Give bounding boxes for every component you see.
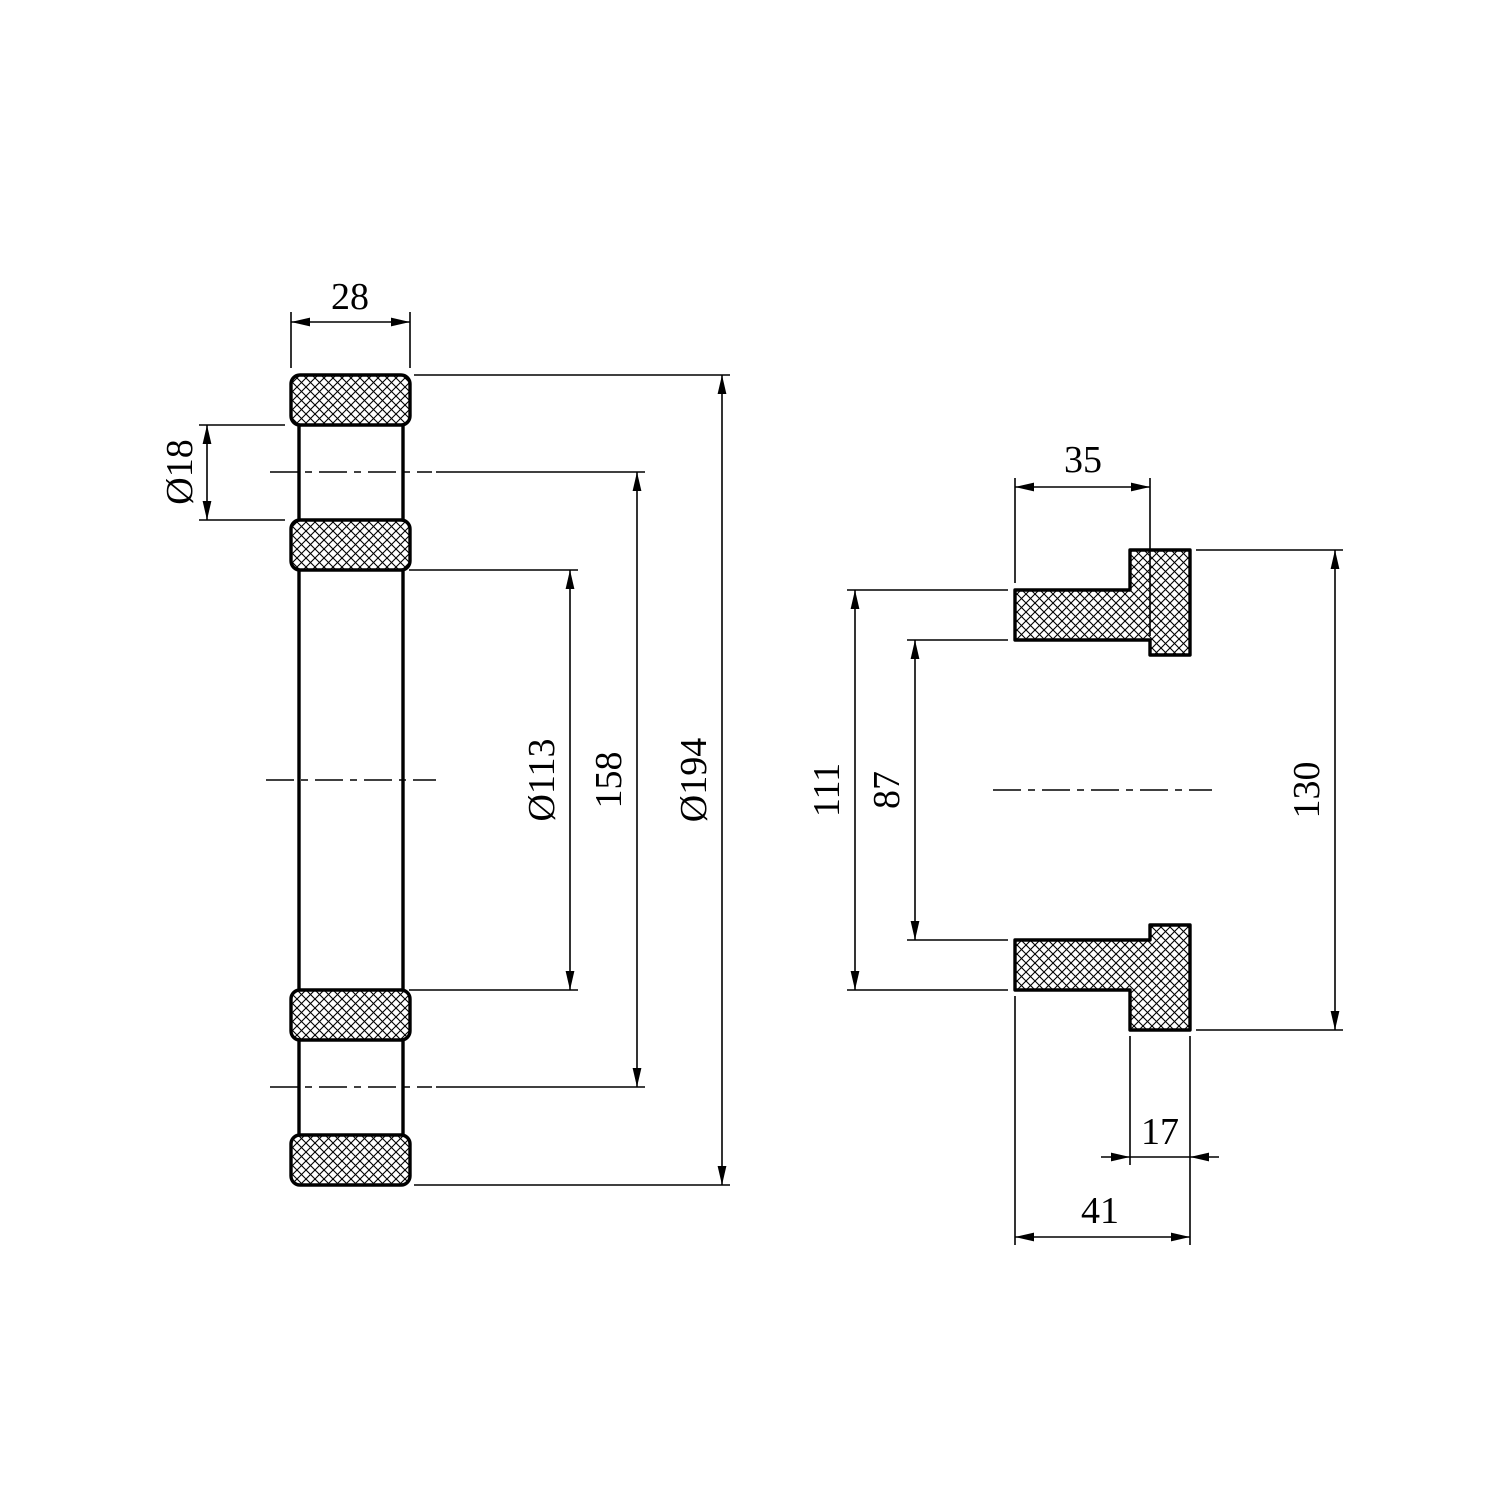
dim-label: 17 [1141, 1111, 1179, 1153]
dim-label: Ø113 [521, 738, 563, 821]
dim-label: 111 [806, 763, 848, 817]
dim-label: 41 [1081, 1190, 1119, 1232]
dim-flange-thickness: 17 [1101, 1036, 1219, 1245]
flange-outer-ring-top-section [289, 373, 412, 427]
dim-label: 87 [866, 771, 908, 809]
flange-section-view: 28 Ø18 Ø113 158 Ø194 [159, 276, 730, 1187]
dim-flange-outer-diameter: 130 [1196, 549, 1343, 1031]
dim-overall-length: 41 [1014, 996, 1190, 1245]
dim-label: Ø194 [673, 738, 715, 822]
flange-inner-ring-bottom-section [289, 988, 412, 1042]
dim-label: 35 [1064, 439, 1102, 481]
dim-bolt-circle: 158 [436, 471, 645, 1088]
dim-label: Ø18 [159, 439, 201, 504]
dim-label: 28 [331, 276, 369, 318]
bushing-bottom-section [1013, 923, 1192, 1032]
bushing-section-view: 35 111 87 130 [806, 439, 1343, 1245]
dim-bore-depth: 35 [1014, 439, 1151, 636]
dim-bushing-bore: 87 [866, 639, 1008, 941]
flange-inner-ring-top-section [289, 518, 412, 572]
dim-outer-diameter: Ø194 [414, 374, 730, 1186]
dim-label: 158 [588, 752, 630, 809]
dim-sleeve-outer-diameter: 111 [806, 589, 1008, 991]
dim-label: 130 [1286, 762, 1328, 819]
dim-bolt-hole-diameter: Ø18 [159, 424, 285, 521]
dim-bore-diameter: Ø113 [409, 569, 578, 991]
dim-flange-thickness: 28 [290, 276, 411, 368]
bushing-top-section [1013, 548, 1192, 657]
flange-outer-ring-bottom-section [289, 1133, 412, 1187]
